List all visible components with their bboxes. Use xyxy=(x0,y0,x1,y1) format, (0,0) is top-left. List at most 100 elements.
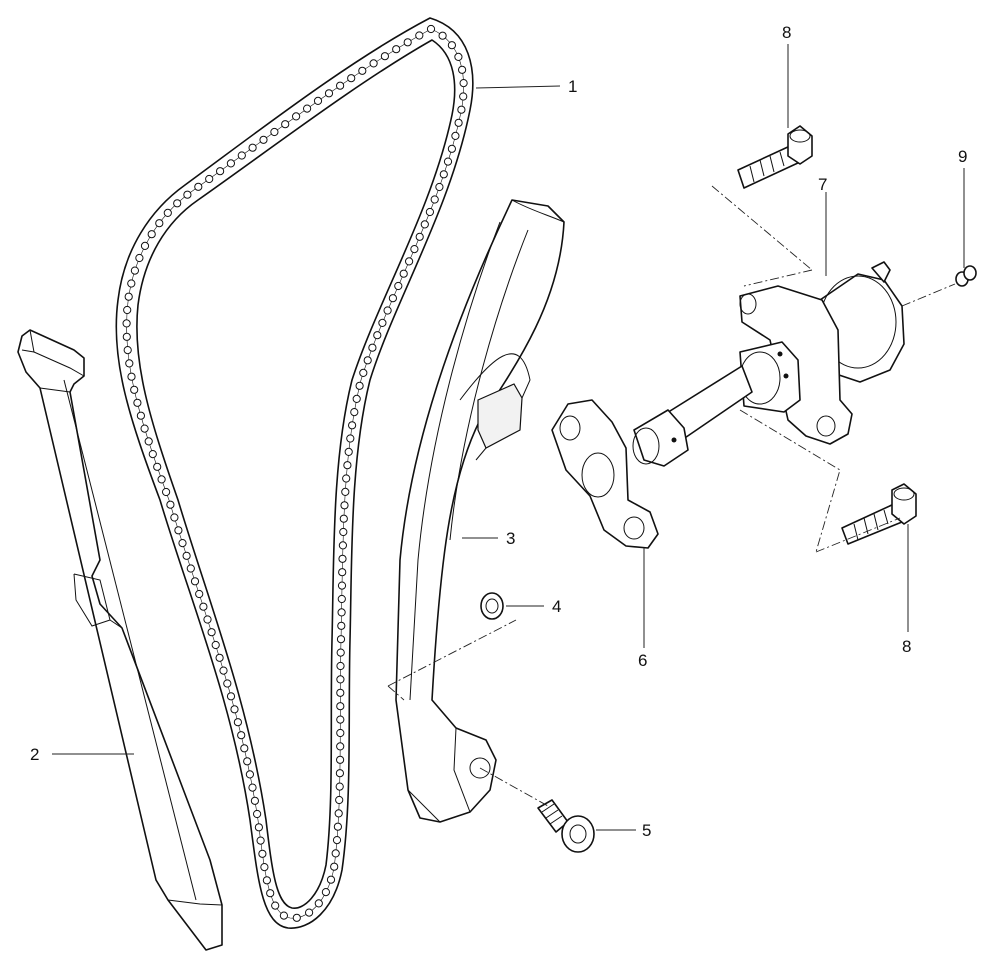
chain-link-roller xyxy=(338,541,347,550)
chain-link-roller xyxy=(215,653,224,662)
chain-link-roller xyxy=(237,151,246,160)
label-tensioner-slider: 3 xyxy=(506,529,515,548)
chain-link-roller xyxy=(250,796,259,805)
chain-link-roller xyxy=(313,96,323,106)
chain-link-roller xyxy=(439,170,448,179)
chain-link-roller xyxy=(226,692,236,701)
chain-link-roller xyxy=(248,143,257,152)
chain-link-roller xyxy=(451,131,460,140)
chain-link-roller xyxy=(336,81,345,90)
chain-link-roller xyxy=(183,190,192,199)
chain-link-roller xyxy=(337,594,346,604)
chain-link-roller xyxy=(199,602,208,611)
chain-link-roller xyxy=(237,731,246,740)
chain-link-roller xyxy=(123,346,132,355)
chain-link-roller xyxy=(338,554,347,563)
chain-link-roller xyxy=(335,782,344,791)
chain-link-roller xyxy=(336,728,345,738)
tensioner-slider xyxy=(395,199,565,823)
chain-link-roller xyxy=(259,135,268,144)
fixed-chain-guide xyxy=(17,329,223,951)
chain-link-roller xyxy=(182,551,191,560)
chain-link-roller xyxy=(153,462,162,471)
chain-link-roller xyxy=(174,526,183,535)
chain-link-roller xyxy=(314,899,323,908)
chain-link-roller xyxy=(292,112,301,121)
chain-link-roller xyxy=(415,31,424,40)
chain-link-roller xyxy=(343,461,352,470)
chain-link-roller xyxy=(410,245,419,254)
chain-link-roller xyxy=(415,232,424,241)
tensioner-bolt-bottom xyxy=(841,483,917,545)
chain-link-roller xyxy=(321,888,330,897)
chain-link-roller xyxy=(373,331,382,340)
plug-screw xyxy=(955,265,977,287)
chain-link-roller xyxy=(331,849,340,858)
chain-link-roller xyxy=(207,628,216,637)
leader-lines xyxy=(52,44,965,831)
chain-link-roller xyxy=(337,581,347,590)
chain-link-roller xyxy=(258,849,267,858)
chain-link-roller xyxy=(359,368,368,377)
chain-link-roller xyxy=(140,424,149,433)
tensioner-bolt-top xyxy=(737,125,813,189)
chain-link-roller xyxy=(205,174,214,184)
chain-link-roller xyxy=(380,52,389,61)
chain-link-roller xyxy=(363,356,372,365)
assembly-lines xyxy=(387,185,956,807)
chain-link-roller xyxy=(332,836,342,845)
chain-link-roller xyxy=(219,666,228,675)
chain-link-roller xyxy=(438,31,447,40)
chain-link-roller xyxy=(392,45,401,54)
chain-link-roller xyxy=(127,279,136,288)
chain-link-roller xyxy=(186,564,195,573)
chain-link-roller xyxy=(194,182,203,191)
chain-link-roller xyxy=(443,157,453,166)
chain-link-roller xyxy=(368,343,377,352)
chain-link-roller xyxy=(339,514,348,523)
chain-link-roller xyxy=(140,241,150,250)
chain-link-roller xyxy=(337,608,346,617)
chain-link-roller xyxy=(352,394,361,403)
chain-link-roller xyxy=(336,688,345,697)
chain-link-roller xyxy=(155,219,164,228)
chain-link-roller xyxy=(336,715,345,724)
chain-link-roller xyxy=(136,411,145,420)
chain-link-roller xyxy=(260,863,269,872)
chain-link-roller xyxy=(342,474,351,483)
chain-link-roller xyxy=(147,230,156,239)
chain-link-roller xyxy=(336,661,345,671)
chain-link-roller xyxy=(203,615,212,624)
chain-link-roller xyxy=(425,207,434,217)
label-chain: 1 xyxy=(568,77,577,96)
gasket xyxy=(551,399,659,549)
chain-link-roller xyxy=(383,306,392,315)
chain-link-roller xyxy=(271,901,280,910)
chain-link-roller xyxy=(369,59,378,68)
chain-links xyxy=(122,24,468,922)
chain-link-roller xyxy=(430,195,439,204)
chain-link-roller xyxy=(326,875,336,884)
chain-link-roller xyxy=(144,437,153,446)
chain-link-roller xyxy=(447,144,456,153)
chain-link-roller xyxy=(333,822,342,831)
chain-link-roller xyxy=(254,823,263,832)
chain-link-roller xyxy=(358,66,367,75)
label-bolt-top: 8 xyxy=(782,23,791,42)
chain-link-roller xyxy=(388,294,397,303)
chain-link-roller xyxy=(336,635,346,644)
chain-link-roller xyxy=(170,513,179,522)
chain-link-roller xyxy=(337,621,346,630)
chain-link-roller xyxy=(336,675,345,684)
chain-link-roller xyxy=(243,757,252,766)
chain-link-roller xyxy=(256,836,265,845)
chain-link-roller xyxy=(348,421,357,430)
chain-link-roller xyxy=(195,589,204,599)
callout-labels: 1 2 3 4 5 6 7 8 8 9 xyxy=(30,23,967,840)
chain-link-roller xyxy=(173,199,182,208)
label-pivot-bolt: 5 xyxy=(642,821,651,840)
chain-link-roller xyxy=(166,500,175,509)
label-gasket: 6 xyxy=(638,651,647,670)
chain-link-roller xyxy=(335,795,344,805)
